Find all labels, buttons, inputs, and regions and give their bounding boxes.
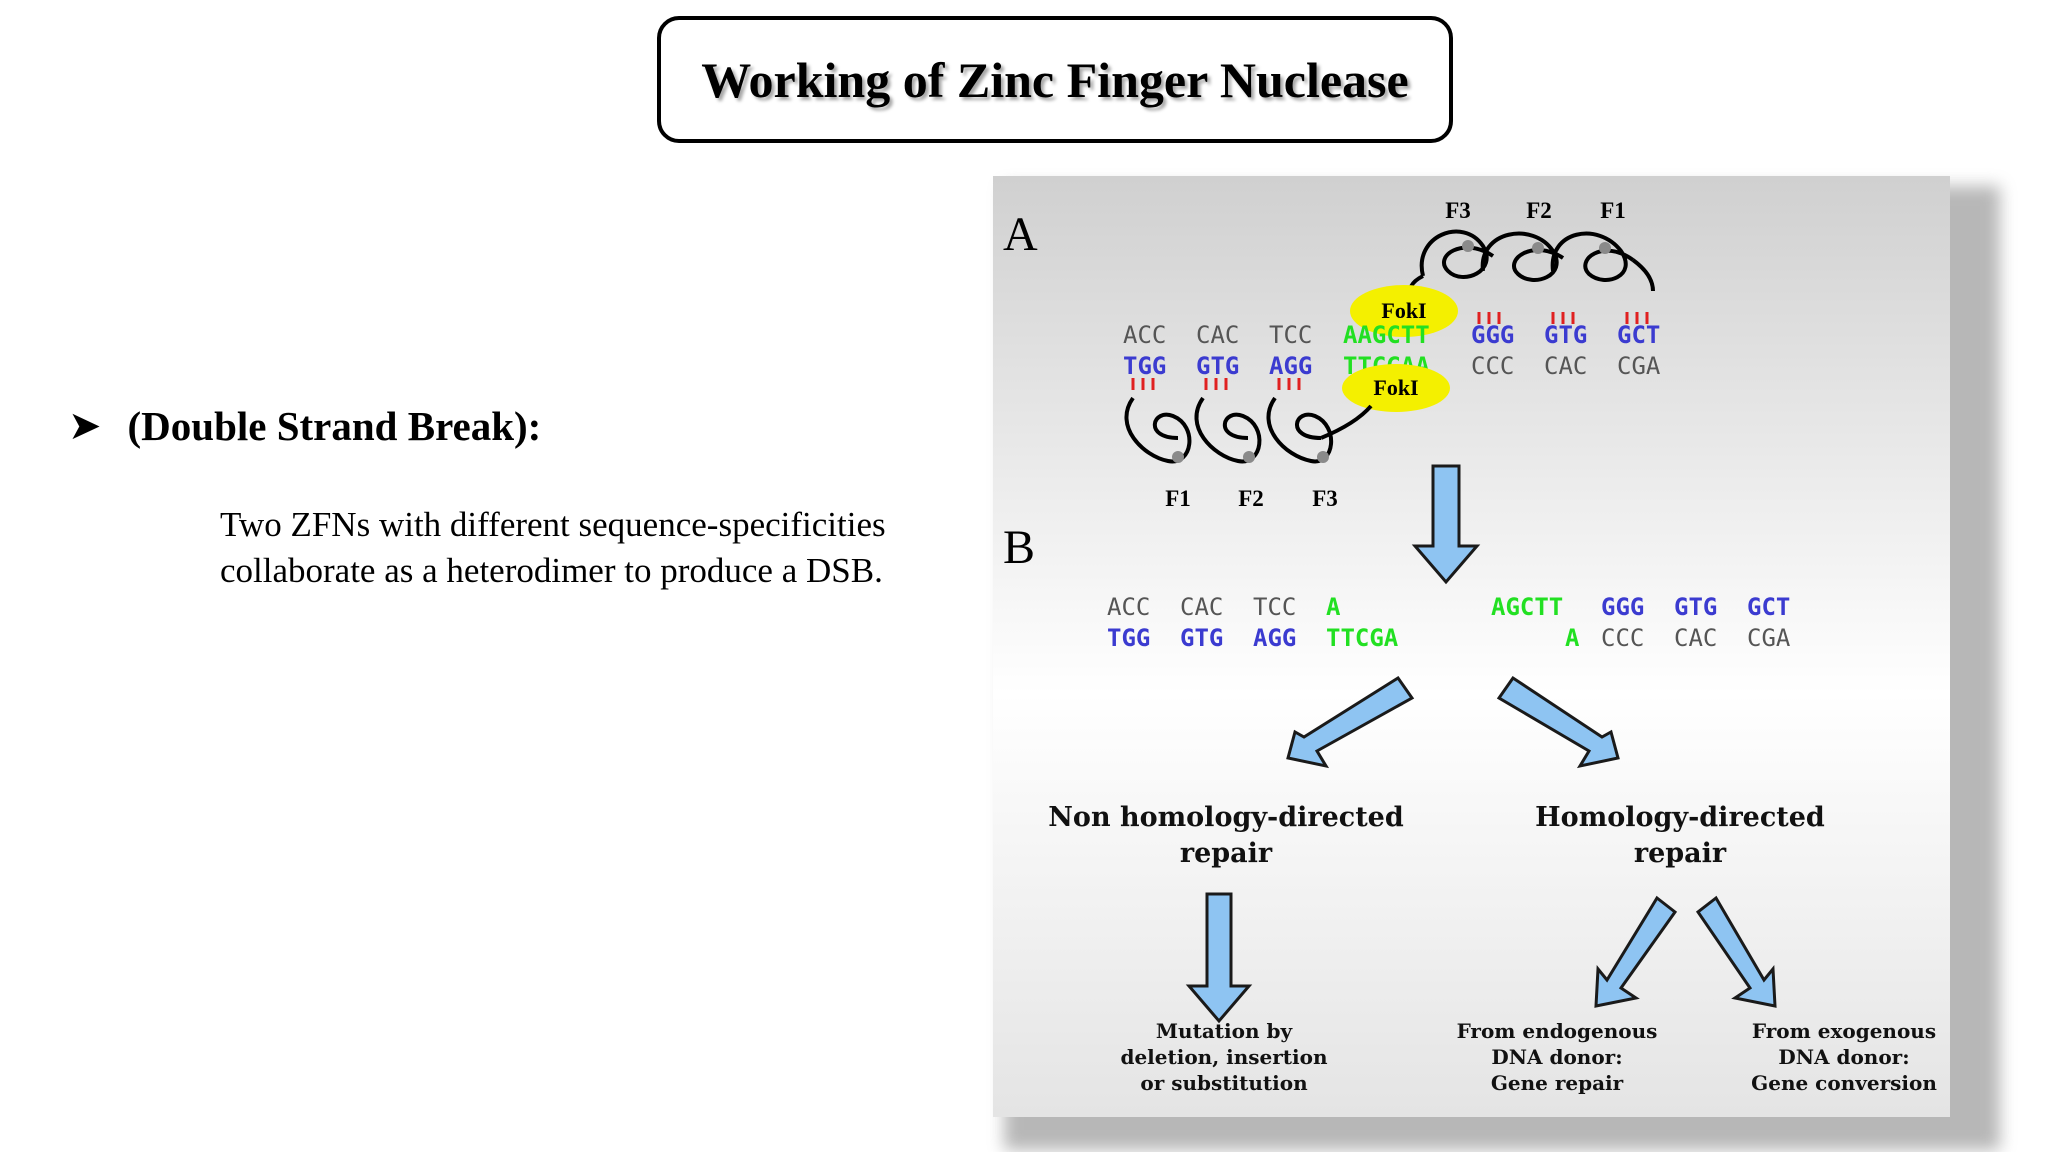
seq-b-right-bottom: CAC xyxy=(1674,624,1717,652)
seq-b-right-top: GTG xyxy=(1674,593,1717,621)
outcome-gene-conversion: DNA donor: xyxy=(1778,1045,1909,1069)
top-finger-label: F3 xyxy=(1445,198,1471,223)
arrow-down-right-icon xyxy=(1695,895,1777,1008)
seq-top: ACC xyxy=(1123,321,1166,349)
seq-bottom: CAC xyxy=(1544,352,1587,380)
seq-top: GCT xyxy=(1617,321,1660,349)
seq-bottom: AGG xyxy=(1269,352,1312,380)
seq-bottom: CGA xyxy=(1617,352,1661,380)
nhej-label-line1: Non homology-directed xyxy=(1048,802,1404,833)
seq-b-left-bottom: GTG xyxy=(1180,624,1223,652)
seq-b-right-top: AGCTT xyxy=(1491,593,1563,621)
bullet-row: ➤ (Double Strand Break): xyxy=(68,402,541,450)
seq-top: GTG xyxy=(1544,321,1587,349)
panel-b-label: B xyxy=(1003,521,1035,574)
bottom-dna-contacts xyxy=(1131,378,1301,390)
seq-b-left-bottom: TTCGA xyxy=(1326,624,1399,652)
seq-bottom: CCC xyxy=(1471,352,1514,380)
hdr-label-line1: Homology-directed xyxy=(1535,802,1825,833)
seq-b-left-top: TCC xyxy=(1253,593,1296,621)
outcome-gene-conversion: From exogenous xyxy=(1752,1019,1936,1043)
seq-b-right-bottom: CGA xyxy=(1747,624,1791,652)
bullet-description: Two ZFNs with different sequence-specifi… xyxy=(220,505,886,590)
seq-b-left-top: ACC xyxy=(1107,593,1150,621)
bottom-finger-label: F3 xyxy=(1312,486,1338,511)
down-arrow-icon xyxy=(1411,464,1481,585)
seq-b-right-top: GGG xyxy=(1601,593,1644,621)
arrow-down-left-icon xyxy=(1286,675,1415,769)
seq-top: TCC xyxy=(1269,321,1312,349)
foki-bottom-label: FokI xyxy=(1373,375,1418,400)
outcome-gene-repair: DNA donor: xyxy=(1491,1045,1622,1069)
bottom-finger-label: F1 xyxy=(1165,486,1191,511)
top-finger-label: F1 xyxy=(1600,198,1626,223)
seq-b-left-bottom: AGG xyxy=(1253,624,1296,652)
seq-b-left-top: A xyxy=(1326,593,1341,621)
seq-b-left-top: CAC xyxy=(1180,593,1223,621)
bottom-zinc-finger-protein xyxy=(1124,396,1373,464)
top-zinc-ions xyxy=(1462,240,1611,254)
slide-title: Working of Zinc Finger Nuclease xyxy=(701,51,1409,108)
seq-top: GGG xyxy=(1471,321,1514,349)
seq-b-right-top: GCT xyxy=(1747,593,1790,621)
bullet-heading: (Double Strand Break): xyxy=(127,403,542,449)
seq-top: CAC xyxy=(1196,321,1239,349)
outcome-gene-conversion: Gene conversion xyxy=(1751,1071,1937,1095)
top-finger-label: F2 xyxy=(1526,198,1552,223)
seq-bottom: TGG xyxy=(1123,352,1166,380)
zfn-figure: A B F3 F2 F1 FokI ACC CAC TCC AAGCTT GGG… xyxy=(993,176,1950,1117)
seq-b-right-bottom: A xyxy=(1565,624,1580,652)
panel-a-label: A xyxy=(1003,208,1038,261)
arrow-down-right-icon xyxy=(1496,675,1620,769)
bottom-finger-label: F2 xyxy=(1238,486,1264,511)
outcome-gene-repair: From endogenous xyxy=(1457,1019,1658,1043)
bottom-zinc-ions xyxy=(1172,451,1329,463)
outcome-gene-repair: Gene repair xyxy=(1491,1071,1624,1095)
foki-top xyxy=(1350,285,1458,337)
figure-background xyxy=(993,176,1950,1117)
foki-bottom xyxy=(1342,364,1450,412)
hdr-label-line2: repair xyxy=(1634,838,1727,869)
outcome-mutation: deletion, insertion xyxy=(1120,1045,1328,1069)
seq-top-site: AAGCTT xyxy=(1343,321,1430,349)
foki-top-label: FokI xyxy=(1381,298,1426,323)
top-dna-contacts xyxy=(1477,312,1649,324)
arrow-down-left-icon xyxy=(1594,895,1678,1008)
seq-bottom: GTG xyxy=(1196,352,1239,380)
seq-b-left-bottom: TGG xyxy=(1107,624,1150,652)
down-arrow-icon xyxy=(1185,892,1253,1024)
outcome-mutation: Mutation by xyxy=(1156,1019,1294,1043)
seq-b-right-bottom: CCC xyxy=(1601,624,1644,652)
outcome-mutation: or substitution xyxy=(1140,1071,1308,1095)
title-box: Working of Zinc Finger Nuclease xyxy=(657,16,1453,143)
nhej-label-line2: repair xyxy=(1180,838,1273,869)
arrowhead-bullet-icon: ➤ xyxy=(68,403,102,448)
